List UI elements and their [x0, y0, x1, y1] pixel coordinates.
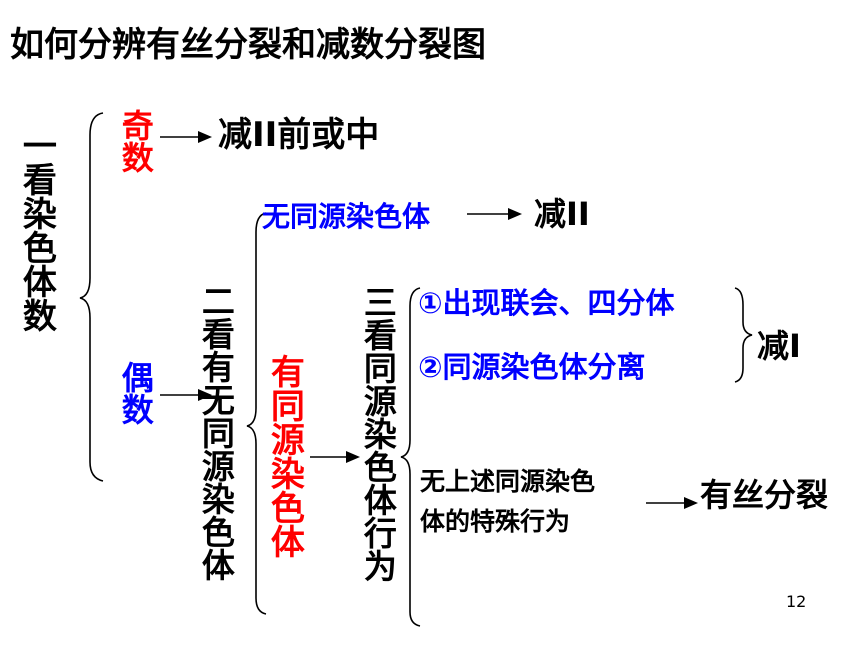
- mitosis-result: 有丝分裂: [700, 476, 829, 514]
- brace-step1: [79, 112, 104, 482]
- arrowhead-no-homolog: [508, 208, 522, 220]
- arrowhead-has-homolog: [346, 451, 360, 463]
- brace-step2: [246, 212, 267, 615]
- step2-label: 二看有无同源染色体: [201, 282, 235, 585]
- step3-label: 三看同源染色体行为: [363, 283, 397, 586]
- brace-step3: [400, 287, 421, 627]
- behavior-1: ①出现联会、四分体: [418, 286, 675, 320]
- page-number: 12: [786, 592, 807, 611]
- has-homolog-label: 有同源染色体: [270, 353, 305, 563]
- odd-label: 奇数: [121, 107, 154, 177]
- page-title: 如何分辨有丝分裂和减数分裂图: [10, 25, 486, 65]
- arrowhead-odd: [198, 131, 212, 143]
- no-behavior-line2: 体的特殊行为: [420, 507, 571, 536]
- behavior-2: ②同源染色体分离: [418, 350, 646, 384]
- step1-label: 一看染色体数: [22, 127, 57, 337]
- even-label: 偶数: [121, 359, 154, 429]
- no-homolog-result: 减II: [534, 195, 590, 233]
- brace-meiosis1: [734, 287, 753, 383]
- no-behavior-line1: 无上述同源染色: [420, 467, 596, 496]
- meiosis1-result: 减I: [757, 327, 801, 365]
- no-homolog-label: 无同源染色体: [262, 200, 431, 233]
- arrowhead-mitosis: [684, 497, 698, 509]
- odd-result: 减II前或中: [218, 115, 380, 155]
- arrowhead-even: [198, 389, 212, 401]
